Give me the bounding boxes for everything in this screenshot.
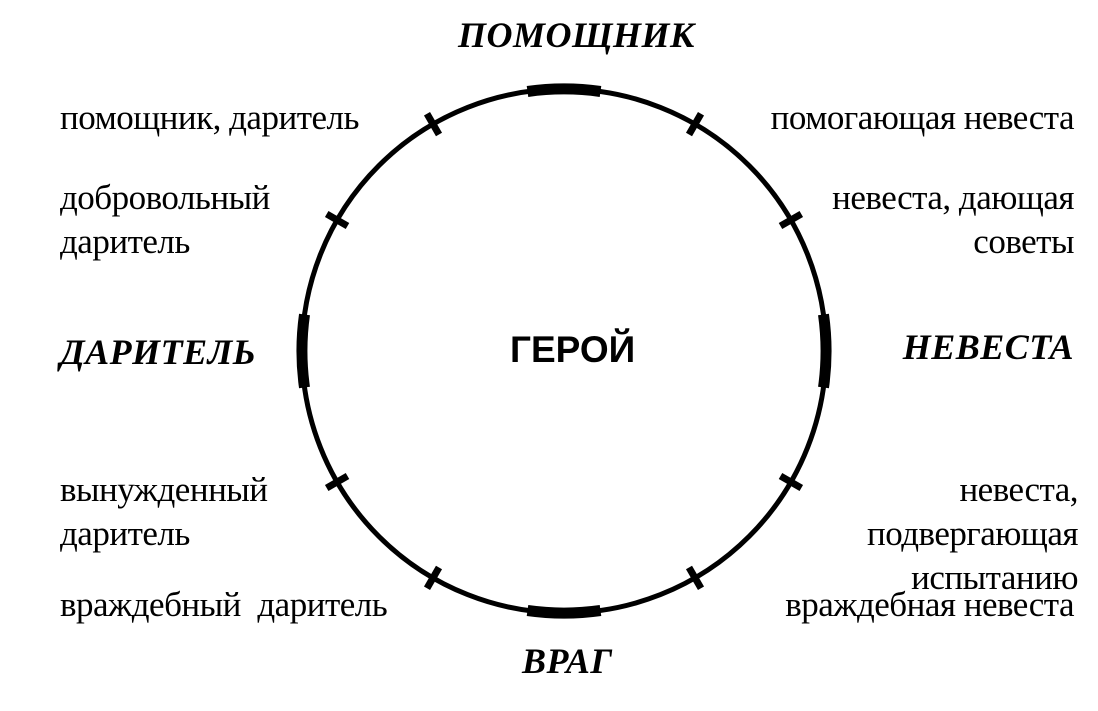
role-left-donor: ДАРИТЕЛЬ xyxy=(60,332,257,372)
right-label-testing-bride: невеста, подвергающая испытанию xyxy=(866,470,1079,597)
left-label-forced-donor: вынужденный даритель xyxy=(60,470,268,553)
role-bottom-enemy: ВРАГ xyxy=(522,641,613,681)
left-label-helper-donor: помощник, даритель xyxy=(60,98,359,137)
ring-segment-right xyxy=(818,313,832,389)
ring-tick-mark xyxy=(778,210,804,230)
right-label-hostile-bride: враждебная невеста xyxy=(785,585,1074,624)
ring-tick-mark xyxy=(324,472,350,492)
ring-tick-mark xyxy=(685,111,705,137)
ring-tick-mark xyxy=(778,472,804,492)
ring-segment-left xyxy=(296,313,310,389)
left-label-voluntary-donor: добровольный даритель xyxy=(60,178,270,261)
ring-segment-bottom xyxy=(526,605,602,619)
ring-marks xyxy=(296,83,832,619)
right-label-advising-bride: невеста, дающая советы xyxy=(832,178,1074,261)
left-label-hostile-donor: враждебный даритель xyxy=(60,585,388,624)
ring-segment-top xyxy=(526,83,602,97)
role-top-helper: ПОМОЩНИК xyxy=(458,15,695,55)
role-right-bride: НЕВЕСТА xyxy=(902,327,1074,367)
right-label-helping-bride: помогающая невеста xyxy=(770,98,1075,137)
center-hero: ГЕРОЙ xyxy=(510,329,636,370)
ring-tick-mark xyxy=(423,111,443,137)
ring-tick-mark xyxy=(324,210,350,230)
ring-tick-mark xyxy=(423,565,443,591)
ring-tick-mark xyxy=(685,565,705,591)
